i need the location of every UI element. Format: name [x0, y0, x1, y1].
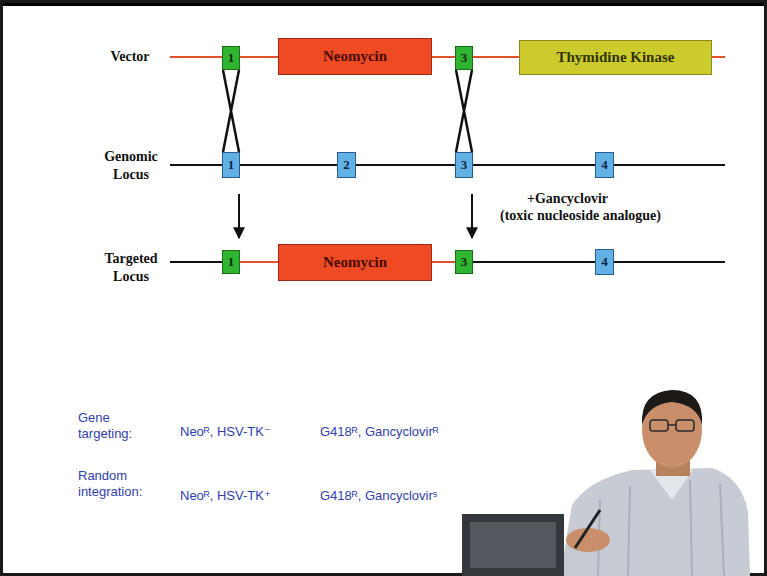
exon-box: 4 [595, 152, 614, 178]
treatment-note: (toxic nucleoside analogue) [500, 207, 661, 225]
exon-box: 1 [222, 250, 240, 274]
genotype-text: Neoᴿ, HSV-TK⁻ [180, 424, 271, 440]
box-label: 1 [228, 51, 235, 65]
row-label: Targeted Locus [96, 250, 166, 285]
targeted-insert-line [239, 261, 280, 263]
exon-box: 1 [222, 46, 240, 70]
presenter-glasses [650, 420, 668, 431]
gene-cassette-box: Neomycin [278, 244, 432, 281]
box-label: Neomycin [323, 48, 387, 65]
outcome-heading: Random integration: [78, 468, 163, 501]
presenter-pen [575, 510, 600, 548]
genotype-text: Neoᴿ, HSV-TK⁺ [180, 488, 271, 504]
box-label: 2 [343, 158, 350, 172]
targeted-line [170, 261, 223, 263]
box-label: 1 [228, 255, 235, 269]
shirt-stripes [598, 480, 724, 576]
exon-box: 2 [337, 152, 356, 178]
box-label: 3 [461, 51, 468, 65]
process-arrow [471, 194, 473, 238]
targeted-insert-line [430, 261, 456, 263]
box-label: 3 [461, 158, 468, 172]
row-label: Genomic Locus [96, 148, 166, 183]
presenter-hand [566, 528, 610, 552]
process-arrow [238, 194, 240, 238]
laptop-screen [470, 522, 556, 568]
treatment-note: +Gancyclovir [527, 190, 608, 208]
exon-box: 1 [222, 152, 240, 178]
gene-cassette-box: Neomycin [278, 38, 432, 75]
row-label: Vector [98, 48, 162, 66]
recombination-cross [223, 70, 239, 152]
presenter-figure [462, 390, 750, 576]
phenotype-text: G418ᴿ, Gancyclovirᴿ [320, 424, 439, 440]
outcome-heading: Gene targeting: [78, 410, 158, 443]
box-label: 1 [228, 158, 235, 172]
exon-box: 3 [455, 152, 473, 178]
exon-box: 4 [595, 249, 614, 275]
box-label: Thymidine Kinase [557, 49, 675, 66]
exon-box: 3 [455, 250, 473, 274]
box-label: Neomycin [323, 254, 387, 271]
recombination-cross [456, 70, 472, 152]
box-label: 4 [601, 255, 608, 269]
box-label: 3 [461, 255, 468, 269]
laptop [462, 514, 564, 576]
exon-box: 3 [455, 46, 473, 70]
phenotype-text: G418ᴿ, Gancyclovirˢ [320, 488, 437, 504]
box-label: 4 [601, 158, 608, 172]
presenter-shirt [560, 468, 750, 576]
presenter-glasses [668, 424, 676, 426]
gene-cassette-box: Thymidine Kinase [519, 40, 712, 75]
presenter-glasses [676, 420, 694, 431]
genomic-line [170, 164, 725, 166]
